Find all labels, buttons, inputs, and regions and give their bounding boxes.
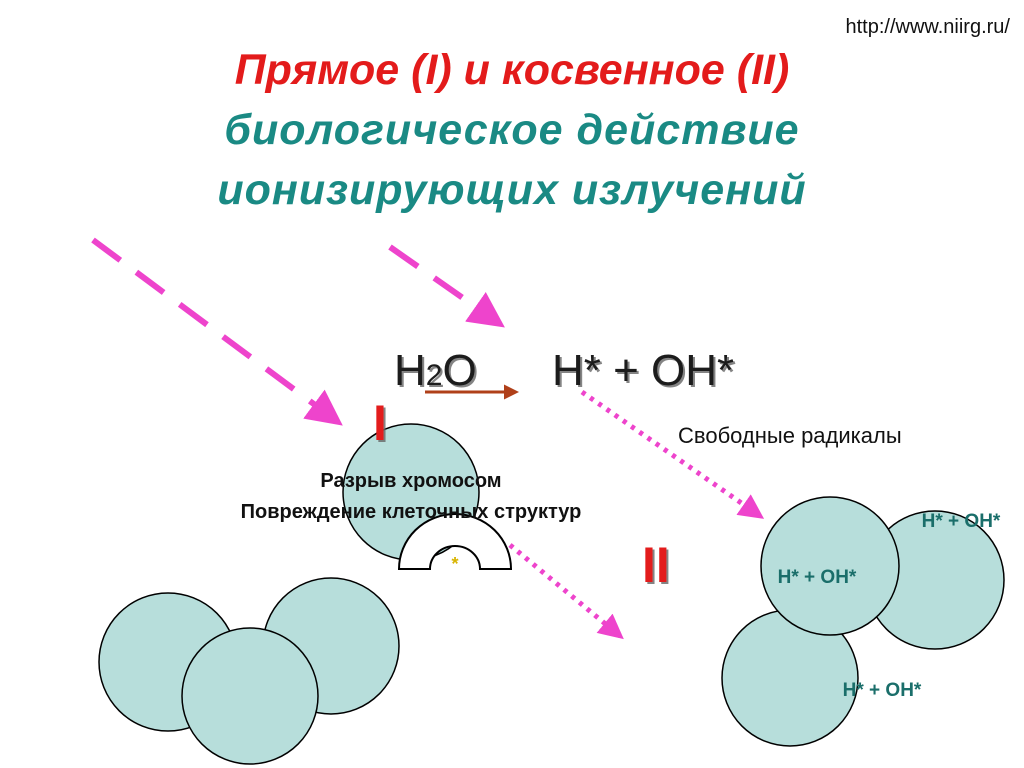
direct-effect-line2: Повреждение клеточных структур <box>241 501 582 523</box>
direct-effect-line1: Разрыв хромосом <box>320 470 501 492</box>
radical-star: * <box>451 554 458 574</box>
marker-indirect-effect: II <box>642 537 670 593</box>
marker-direct-effect: I <box>373 395 387 451</box>
radiation-ray-direct <box>93 240 338 422</box>
reaction-products: H* + OH* <box>552 346 734 395</box>
free-radicals-label: Свободные радикалы <box>678 423 902 448</box>
radical-label: H* + OH* <box>843 680 922 701</box>
radical-path-upper <box>582 392 760 516</box>
radical-label: H* + OH* <box>922 511 1001 532</box>
radiation-ray-water <box>390 247 500 324</box>
cell <box>761 497 899 635</box>
cell <box>182 628 318 764</box>
reactant-water: H2O <box>394 346 477 395</box>
radical-label: H* + OH* <box>778 567 857 588</box>
radical-path-lower <box>510 545 620 636</box>
